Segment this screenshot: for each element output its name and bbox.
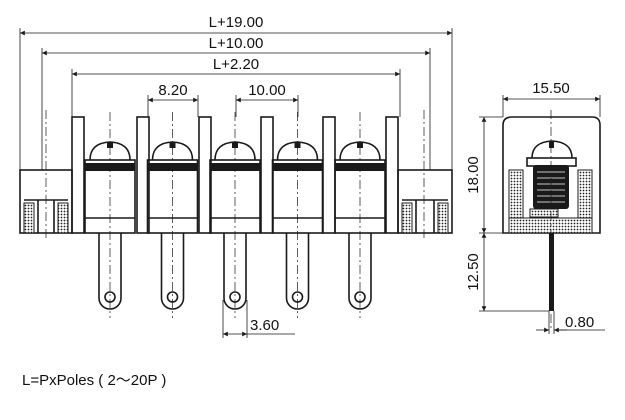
pole <box>271 112 324 318</box>
pin <box>285 233 310 310</box>
front-view <box>19 110 453 318</box>
dimension-overall: L+19.00 <box>19 14 453 170</box>
barrier <box>322 116 336 234</box>
dimension-pin-width-label: 3.60 <box>250 317 279 334</box>
side-view: 15.50 18.00 12.50 0.80 <box>465 80 605 334</box>
pole <box>146 112 199 318</box>
pole <box>209 112 261 318</box>
dimension-pitch-label: 10.00 <box>248 82 286 99</box>
dimension-overall-label: L+19.00 <box>209 14 264 31</box>
dimension-height-label: 18.00 <box>465 156 482 194</box>
dimension-pin-length-label: 12.50 <box>465 253 482 291</box>
dimension-pin-width: 3.60 <box>222 300 295 338</box>
dimension-inner: L+2.20 <box>71 56 401 117</box>
dimension-end-pitch-label: 8.20 <box>158 82 187 99</box>
barrier <box>136 116 150 234</box>
dimension-mid-label: L+10.00 <box>209 35 264 52</box>
pole <box>84 112 136 318</box>
caption: L=PxPoles ( 2〜20P ) <box>22 372 166 389</box>
pin <box>160 233 185 310</box>
barrier <box>260 116 274 234</box>
dimension-pin-thickness-label: 0.80 <box>565 314 594 331</box>
dimension-inner-label: L+2.20 <box>213 56 259 73</box>
pin <box>98 233 122 310</box>
pin <box>223 233 247 310</box>
barrier <box>198 116 212 234</box>
dimension-pitch: 10.00 <box>235 82 299 117</box>
barrier <box>385 116 399 234</box>
barrier <box>71 116 85 234</box>
pole <box>334 112 386 318</box>
right-end-block <box>397 169 453 234</box>
pin <box>348 233 372 310</box>
dimension-mid: L+10.00 <box>41 35 431 170</box>
dimension-end-pitch: 8.20 <box>147 82 199 117</box>
dimension-width-label: 15.50 <box>532 80 570 97</box>
